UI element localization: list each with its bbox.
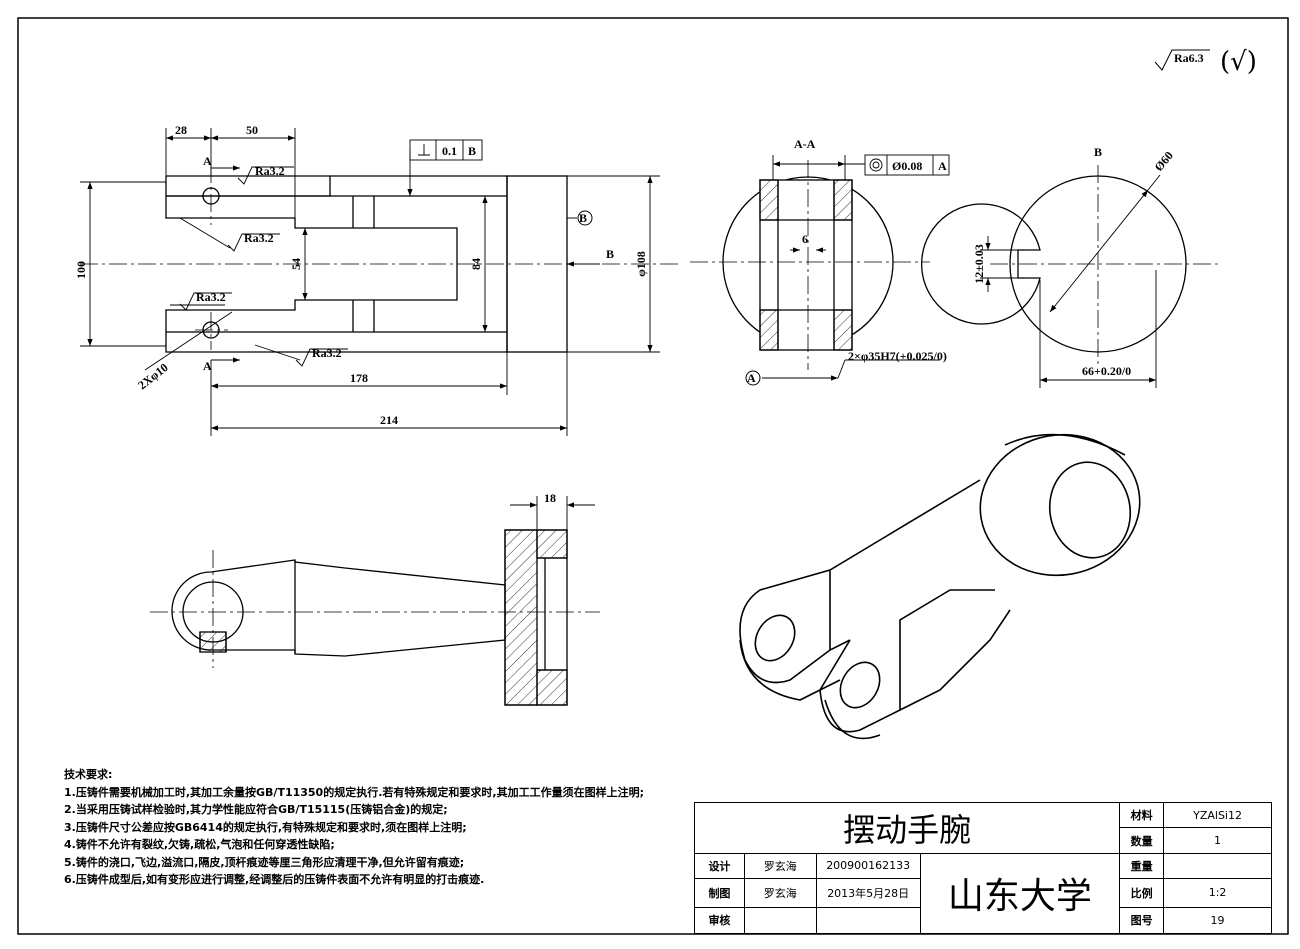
draw-label: 制图 [694, 878, 745, 908]
note-item: 4.铸件不允许有裂纹,欠铸,疏松,气泡和任何穿透性缺陷; [64, 838, 335, 851]
material-label: 材料 [1119, 801, 1165, 829]
ra-label-2: Ra3.2 [244, 231, 274, 245]
weight-value [1163, 852, 1272, 880]
design-name: 罗玄海 [743, 852, 817, 880]
section-aa-label: A-A [794, 137, 816, 151]
dim-178: 178 [350, 371, 368, 385]
roughness-symbol-general: Ra6.3 (√) [1154, 47, 1257, 77]
perp-tol-value: 0.1 [442, 144, 457, 158]
drawing-frame [17, 17, 1289, 935]
qty-value: 1 [1163, 827, 1272, 854]
isometric-view [739, 433, 1141, 740]
design-id: 200900162133 [815, 852, 921, 880]
datum-b-label: B [579, 211, 587, 225]
draw-date: 2013年5月28日 [815, 878, 921, 908]
dim-214: 214 [380, 413, 398, 427]
scale-value: 1:2 [1163, 878, 1272, 908]
perp-datum: B [468, 144, 476, 158]
title-block: 摆动手腕 材料 YZAlSi12 数量 1 设计 罗玄海 20090016213… [693, 801, 1272, 935]
note-item: 1.压铸件需要机械加工时,其加工余量按GB/T11350的规定执行.若有特殊规定… [64, 785, 644, 799]
ra-label-1: Ra3.2 [255, 164, 285, 178]
check-label: 审核 [694, 906, 745, 935]
weight-label: 重量 [1119, 852, 1165, 880]
dim-54: 54 [289, 258, 303, 270]
draw-name: 罗玄海 [743, 878, 817, 908]
check-name [743, 906, 817, 935]
drawing-no-value: 19 [1163, 906, 1272, 935]
dim-100: 100 [74, 261, 88, 279]
view-b-arrow-label: B [606, 247, 614, 261]
dim-12: 12±0.03 [972, 244, 986, 284]
dim-50: 50 [246, 123, 258, 137]
note-item: 5.铸件的浇口,飞边,溢流口,隔皮,顶杆痕迹等厘三角形应清理干净,但允许留有痕迹… [64, 855, 465, 869]
dim-bore: 2×φ35H7(+0.025/0) [848, 349, 947, 363]
part-name: 摆动手腕 [693, 802, 1121, 854]
notes-title: 技术要求: [64, 768, 113, 781]
conc-datum: A [938, 159, 947, 173]
design-label: 设计 [694, 852, 745, 880]
material-value: YZAlSi12 [1163, 801, 1272, 829]
note-item: 6.压铸件成型后,如有变形应进行调整,经调整后的压铸件表面不允许有明显的打击痕迹… [64, 873, 485, 886]
datum-a-label: A [747, 371, 756, 385]
note-item: 2.当采用压铸试样检验时,其力学性能应符合GB/T15115(压铸铝合金)的规定… [64, 803, 448, 816]
qty-label: 数量 [1119, 827, 1165, 854]
ra-label-3: Ra3.2 [196, 290, 226, 304]
school-name: 山东大学 [919, 852, 1121, 935]
side-view [171, 529, 568, 706]
dim-28: 28 [175, 123, 187, 137]
ra-label-4: Ra3.2 [312, 346, 342, 360]
dim-108: φ108 [634, 251, 648, 277]
dim-6: 6 [802, 232, 808, 246]
check-date [815, 906, 921, 935]
scale-label: 比例 [1119, 878, 1165, 908]
dim-60: Ø60 [1152, 149, 1176, 174]
section-aa-view [722, 176, 894, 351]
section-mark-a-bottom: A [203, 359, 212, 373]
drawing-no-label: 图号 [1119, 906, 1165, 935]
note-item: 3.压铸件尺寸公差应按GB6414的规定执行,有特殊规定和要求时,须在图样上注明… [64, 820, 467, 834]
dim-18: 18 [544, 491, 556, 505]
technical-requirements: 技术要求: 1.压铸件需要机械加工时,其加工余量按GB/T11350的规定执行.… [64, 766, 644, 889]
dim-84: 84 [469, 258, 483, 270]
roughness-main-label: Ra6.3 [1174, 51, 1204, 65]
conc-tol-value: Ø0.08 [892, 159, 922, 173]
roughness-others-label: (√) [1220, 47, 1257, 77]
dim-66: 66+0.20/0 [1082, 364, 1131, 378]
section-mark-a-top: A [203, 154, 212, 168]
view-b-label: B [1094, 145, 1102, 159]
